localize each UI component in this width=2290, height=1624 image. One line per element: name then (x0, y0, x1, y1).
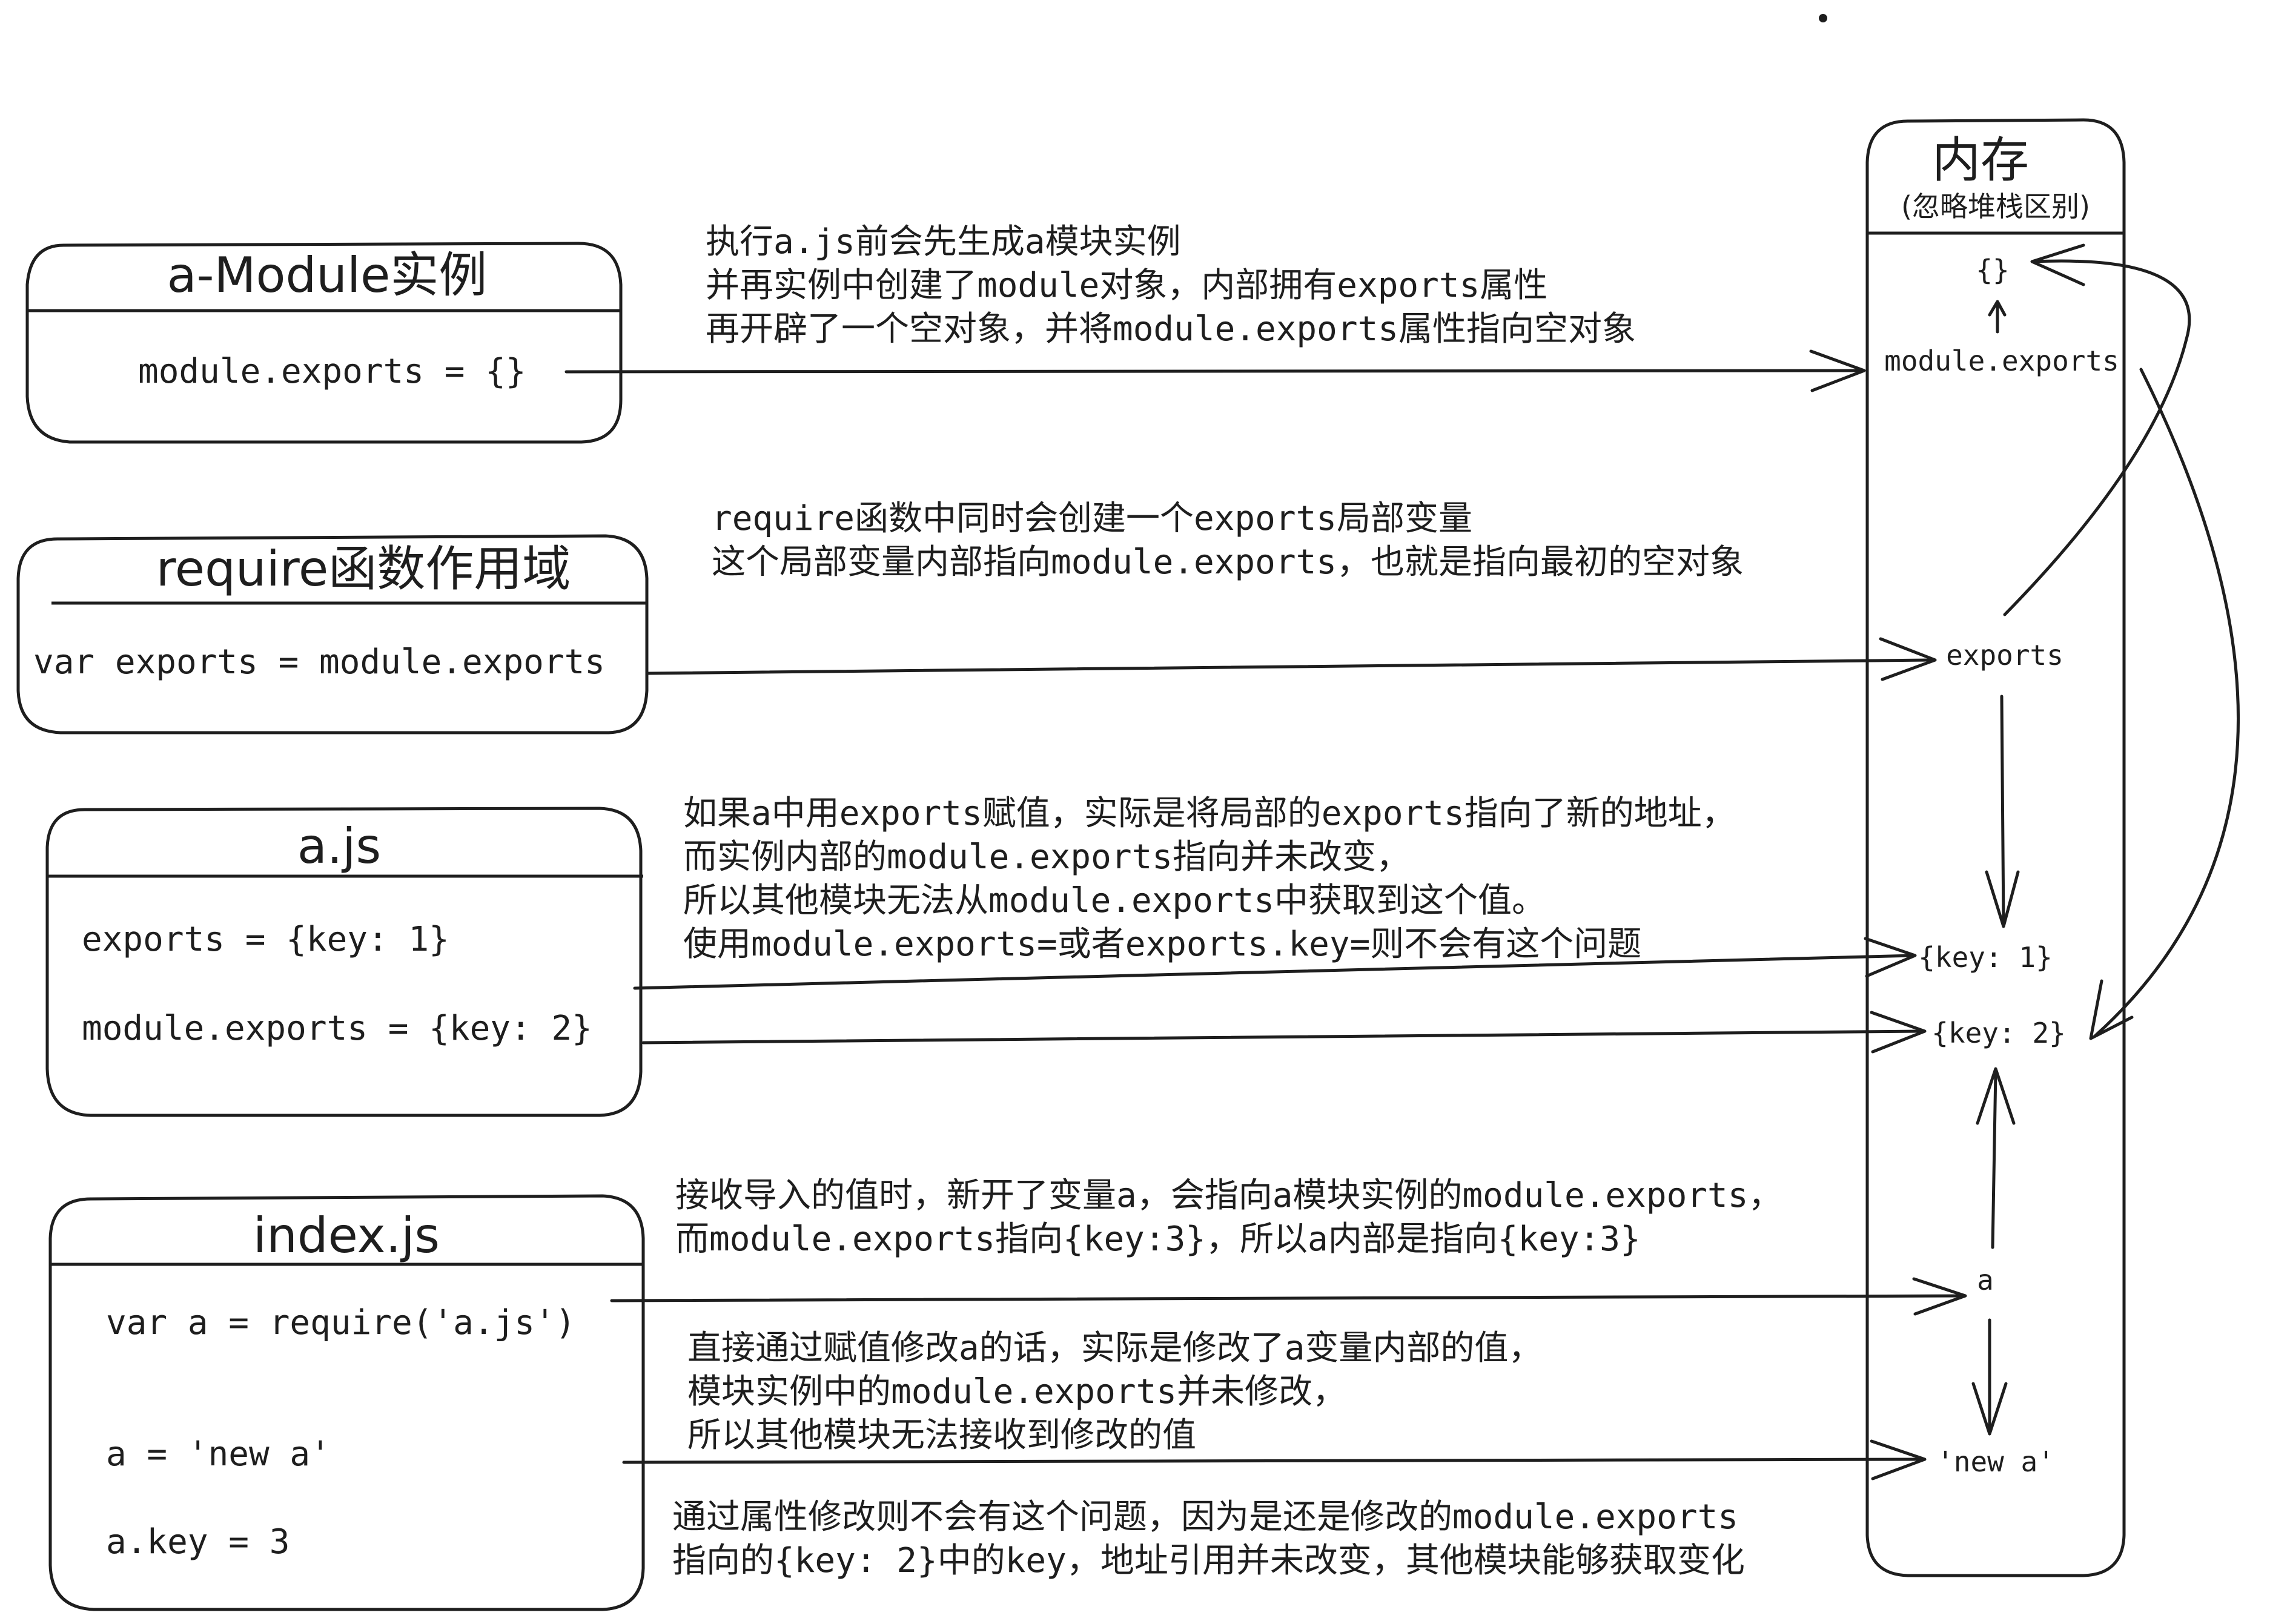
a-js-title: a.js (297, 818, 381, 874)
annotation-step2-line-1: require函数中同时会创建一个exports局部变量 (712, 499, 1472, 538)
memory-empty-object: {} (1976, 254, 2009, 286)
annotation-step1-line-3: 再开辟了一个空对象，并将module.exports属性指向空对象 (706, 309, 1636, 349)
annotation-step5-line-2: 模块实例中的module.exports并未修改， (687, 1372, 1346, 1411)
arrow-a-to-key2 (1976, 1067, 2016, 1249)
annotation-step3-line-3: 所以其他模块无法从module.exports中获取到这个值。 (683, 881, 1546, 920)
memory-title: 内存 (1932, 132, 2029, 188)
arrow-module-exports-to-key2 (2089, 368, 2240, 1040)
arrow-exports-to-empty-object (2003, 243, 2191, 616)
arrow-key2-to-memory (641, 1011, 1927, 1054)
memory-outline (1865, 118, 2126, 1577)
index-js-title: index.js (253, 1207, 440, 1264)
annotation-step3: 如果a中用exports赋值，实际是将局部的exports指向了新的地址， 而实… (683, 794, 1736, 964)
memory-exports: exports (1946, 639, 2063, 672)
arrow-module-exports-to-memory (564, 349, 1866, 392)
require-scope-line-1: var exports = module.exports (33, 642, 605, 682)
arrow-module-exports-to-empty-object (1988, 300, 2007, 334)
a-js-line-1: exports = {key: 1} (82, 920, 449, 959)
index-js-line-3: a.key = 3 (106, 1522, 290, 1562)
annotation-step1: 执行a.js前会先生成a模块实例 并再实例中创建了module对象，内部拥有ex… (706, 222, 1636, 349)
index-js-outline (48, 1194, 645, 1611)
annotation-step6-line-1: 通过属性修改则不会有这个问题，因为是还是修改的module.exports (672, 1497, 1738, 1537)
arrow-var-a-to-memory (610, 1277, 1967, 1316)
memory-module-exports: module.exports (1884, 345, 2119, 377)
annotation-step1-line-1: 执行a.js前会先生成a模块实例 (706, 222, 1181, 262)
index-js-line-1: var a = require('a.js') (106, 1303, 575, 1342)
memory-box: 内存 (忽略堆栈区别) {} module.exports exports {k… (1865, 118, 2126, 1577)
annotation-step3-line-2: 而实例内部的module.exports指向并未改变， (683, 837, 1410, 877)
annotation-step6-line-2: 指向的{key: 2}中的key，地址引用并未改变，其他模块能够获取变化 (672, 1541, 1745, 1580)
a-js-line-2: module.exports = {key: 2} (82, 1009, 592, 1048)
arrow-new-a-to-memory (622, 1439, 1927, 1480)
module-instance-outline (25, 242, 623, 444)
annotation-step3-line-4: 使用module.exports=或者exports.key=则不会有这个问题 (683, 925, 1641, 964)
memory-key-1: {key: 1} (1918, 941, 2053, 974)
arrow-exports-to-memory (646, 637, 1937, 681)
annotation-step2: require函数中同时会创建一个exports局部变量 这个局部变量内部指向m… (712, 499, 1744, 582)
arrow-a-to-new-a (1971, 1318, 2008, 1436)
annotation-step4-line-2: 而module.exports指向{key:3}，所以a内部是指向{key:3} (675, 1220, 1641, 1259)
memory-new-a: 'new a' (1937, 1445, 2054, 1478)
module-instance-title: a-Module实例 (167, 247, 488, 303)
annotation-step4: 接收导入的值时，新开了变量a，会指向a模块实例的module.exports， … (675, 1176, 1782, 1259)
annotation-step1-line-2: 并再实例中创建了module对象，内部拥有exports属性 (706, 266, 1547, 305)
require-scope-box: require函数作用域 var exports = module.export… (16, 534, 649, 734)
arrow-exports-to-key1 (1985, 695, 2020, 928)
require-scope-outline (16, 534, 649, 734)
annotation-step2-line-2: 这个局部变量内部指向module.exports，也就是指向最初的空对象 (712, 543, 1744, 582)
module-instance-line-1: module.exports = {} (138, 352, 526, 391)
annotation-step6: 通过属性修改则不会有这个问题，因为是还是修改的module.exports 指向… (672, 1497, 1745, 1580)
memory-key-2: {key: 2} (1931, 1017, 2066, 1049)
memory-a: a (1977, 1264, 1994, 1296)
a-js-box: a.js exports = {key: 1} module.exports =… (45, 807, 643, 1117)
index-js-line-2: a = 'new a' (106, 1434, 331, 1474)
annotation-step5: 直接通过赋值修改a的话，实际是修改了a变量内部的值， 模块实例中的module.… (687, 1329, 1542, 1455)
a-js-outline (45, 807, 643, 1117)
memory-subtitle: (忽略堆栈区别) (1901, 190, 2090, 223)
module-instance-box: a-Module实例 module.exports = {} (25, 242, 623, 444)
annotation-step5-line-3: 所以其他模块无法接收到修改的值 (687, 1416, 1196, 1455)
stray-dot (1819, 14, 1827, 22)
require-scope-title: require函数作用域 (156, 541, 571, 597)
annotation-step3-line-1: 如果a中用exports赋值，实际是将局部的exports指向了新的地址， (683, 794, 1736, 833)
annotation-step4-line-1: 接收导入的值时，新开了变量a，会指向a模块实例的module.exports， (675, 1176, 1782, 1215)
annotation-step5-line-1: 直接通过赋值修改a的话，实际是修改了a变量内部的值， (687, 1329, 1542, 1368)
index-js-box: index.js var a = require('a.js') a = 'ne… (48, 1194, 645, 1611)
arrow-key1-to-memory (633, 937, 1917, 990)
